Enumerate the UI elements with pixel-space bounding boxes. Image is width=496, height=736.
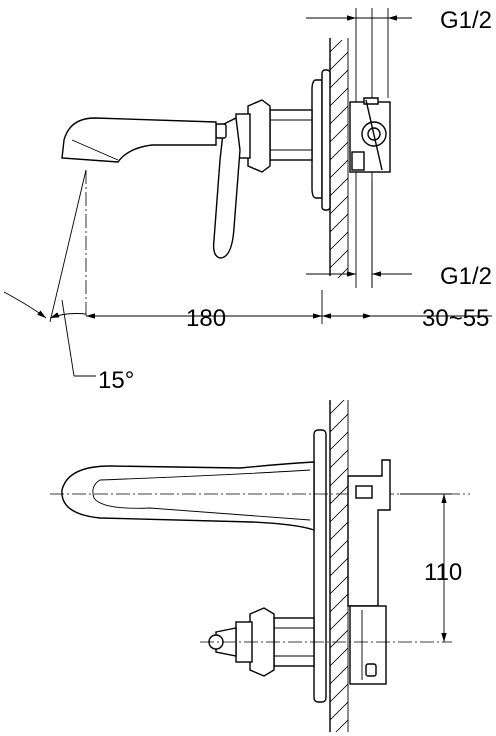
- lower-box-plan: [349, 605, 387, 685]
- plan-view: 110: [50, 400, 470, 732]
- outlet-spacing-label: 110: [424, 559, 462, 586]
- wall-hatch-bottom: [330, 400, 348, 732]
- mixer-body: [269, 109, 313, 161]
- escutcheon-rim: [321, 69, 331, 211]
- spout-angle-label: 15°: [98, 367, 134, 394]
- handle-lever[interactable]: [212, 116, 241, 259]
- escutcheon-plate-plan: [313, 429, 327, 703]
- wall-hatch-top: [330, 40, 348, 278]
- escutcheon-plate: [311, 79, 323, 199]
- wall-depth-label: 30~55: [422, 305, 489, 332]
- spout-length-label: 180: [186, 305, 226, 332]
- in-wall-box-plan: [347, 459, 391, 607]
- side-view: G1/2 G1/2 180 30~55: [3, 7, 492, 394]
- handle-tip: [215, 123, 227, 139]
- thread-label-bottom: G1/2: [440, 263, 492, 290]
- handle-collar: [247, 99, 271, 173]
- spout: [61, 117, 217, 163]
- thread-label-top: G1/2: [440, 7, 492, 34]
